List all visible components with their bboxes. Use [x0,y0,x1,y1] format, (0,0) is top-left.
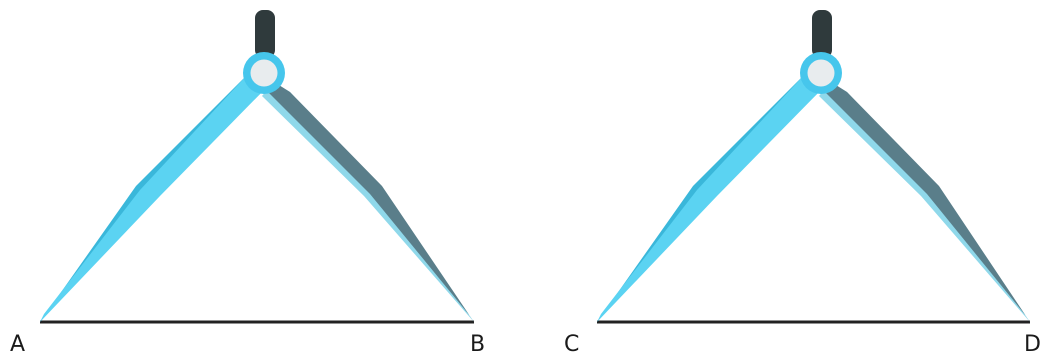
point-label-a: A [10,332,25,356]
compass-figure-cd: C D [564,10,1041,356]
compass-right-leg [262,82,474,322]
compass-handle-icon [812,10,832,58]
compass-handle-icon [255,10,275,58]
compass-left-leg [597,74,821,322]
compass-figure-ab: A B [10,10,485,356]
point-label-b: B [470,332,485,356]
hinge-pivot-icon [250,59,278,87]
compass-hinge [800,10,842,94]
point-label-d: D [1024,332,1041,356]
hinge-pivot-icon [807,59,835,87]
compass-left-leg [40,74,264,322]
compass-hinge [243,10,285,94]
point-label-c: C [564,332,579,356]
compass-right-leg [819,82,1030,322]
